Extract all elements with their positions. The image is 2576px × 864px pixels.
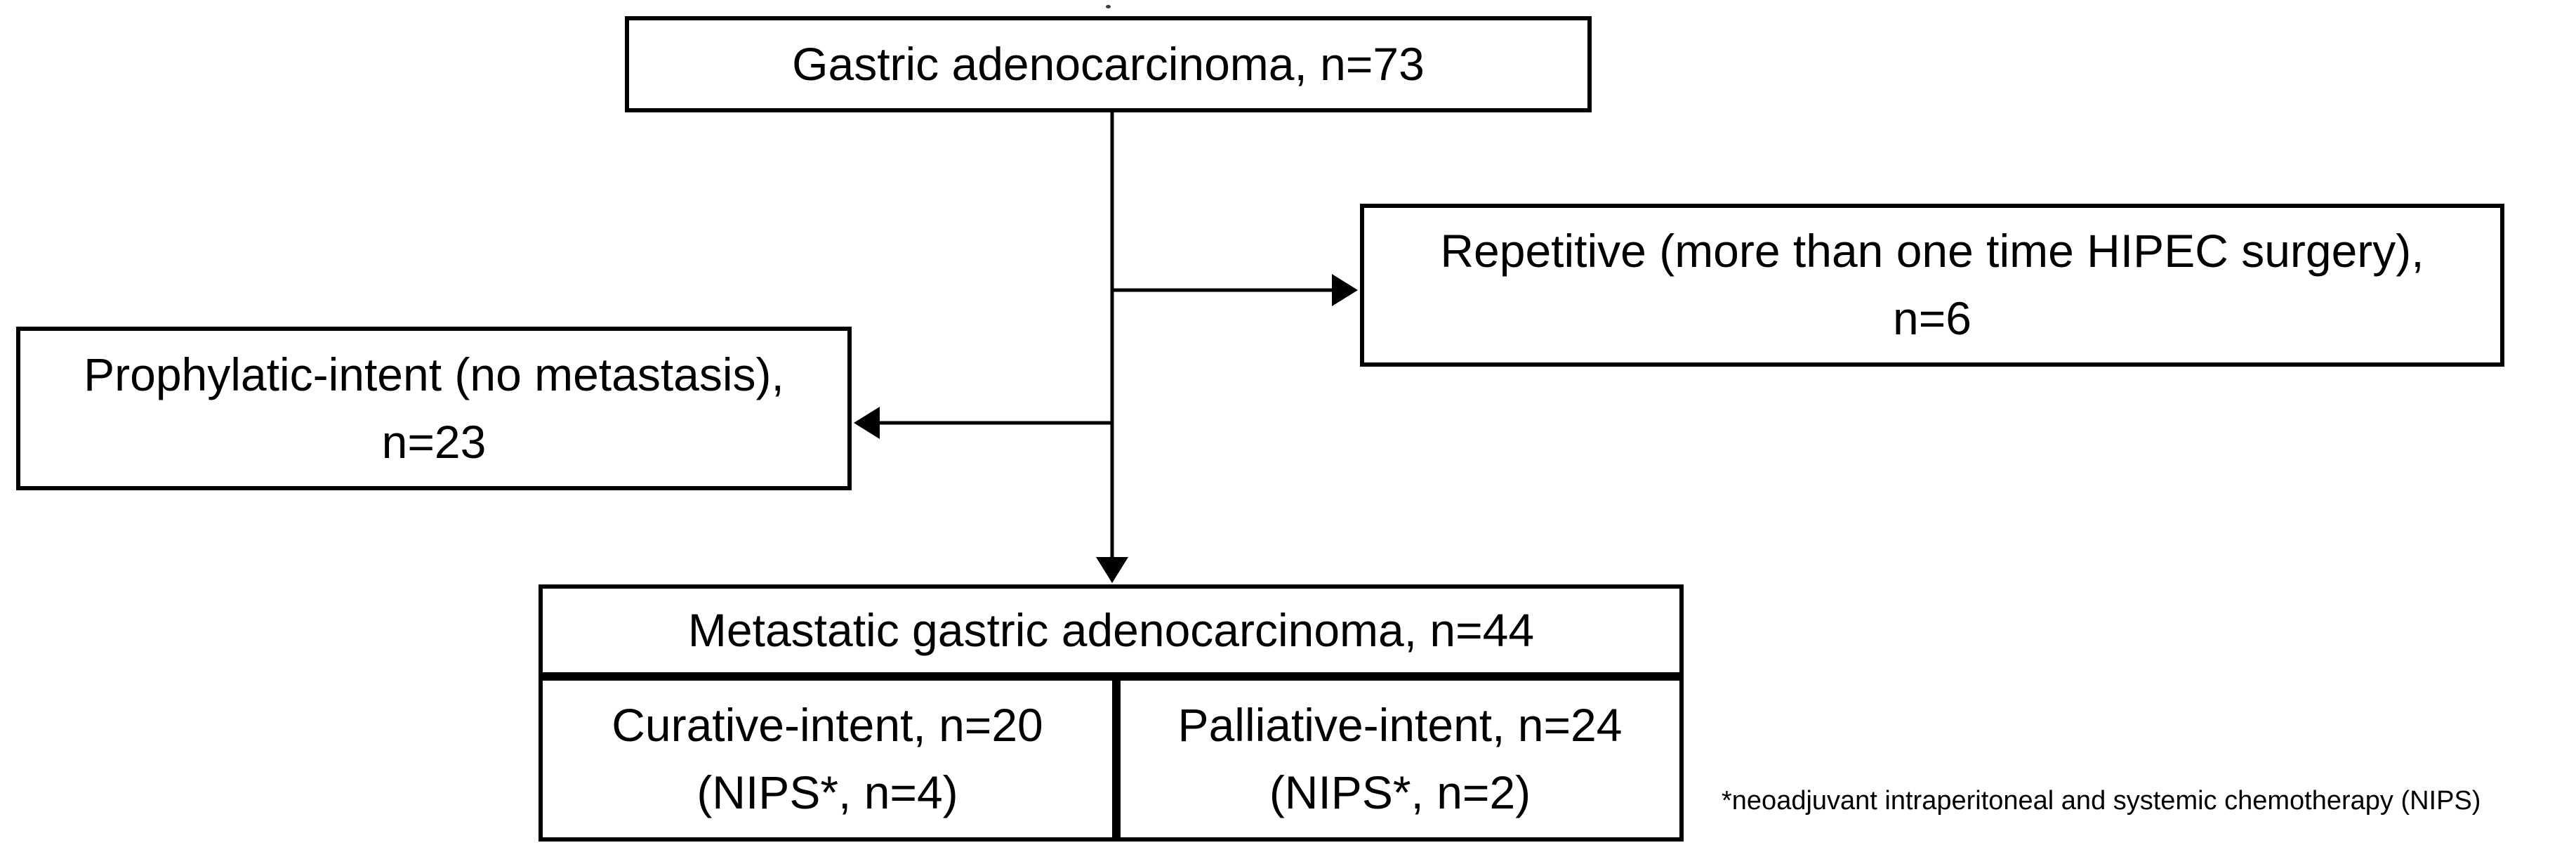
node-curative-line2: (NIPS*, n=4) [696, 766, 958, 818]
node-palliative-line1: Palliative-intent, n=24 [1177, 698, 1623, 751]
node-prophylactic-line1: Prophylatic-intent (no metastasis), [84, 348, 784, 400]
node-repetitive-line1: Repetitive (more than one time HIPEC sur… [1440, 225, 2424, 277]
node-palliative-line2: (NIPS*, n=2) [1269, 766, 1531, 818]
arrowhead-down-to-metastatic [1096, 557, 1128, 583]
node-prophylactic-intent: Prophylatic-intent (no metastasis), n=23 [16, 327, 852, 490]
node-metastatic-header-label: Metastatic gastric adenocarcinoma, n=44 [687, 603, 1535, 656]
node-metastatic-header: Metastatic gastric adenocarcinoma, n=44 [539, 584, 1684, 676]
node-metastatic-group: Metastatic gastric adenocarcinoma, n=44 … [539, 584, 1684, 842]
artifact-dot [1106, 5, 1111, 8]
node-gastric-adenocarcinoma-label: Gastric adenocarcinoma, n=73 [792, 37, 1425, 90]
node-curative-line1: Curative-intent, n=20 [612, 698, 1043, 751]
node-prophylactic-line2: n=23 [381, 415, 487, 468]
node-palliative-intent: Palliative-intent, n=24 (NIPS*, n=2) [1116, 676, 1684, 842]
node-curative-intent: Curative-intent, n=20 (NIPS*, n=4) [539, 676, 1116, 842]
arrowhead-right-to-repetitive [1332, 274, 1358, 306]
nips-footnote: *neoadjuvant intraperitoneal and systemi… [1722, 786, 2481, 816]
node-gastric-adenocarcinoma: Gastric adenocarcinoma, n=73 [625, 16, 1592, 112]
node-repetitive-line2: n=6 [1893, 292, 1971, 344]
arrowhead-left-to-prophylactic [854, 407, 880, 439]
node-repetitive-hipec: Repetitive (more than one time HIPEC sur… [1360, 204, 2504, 367]
